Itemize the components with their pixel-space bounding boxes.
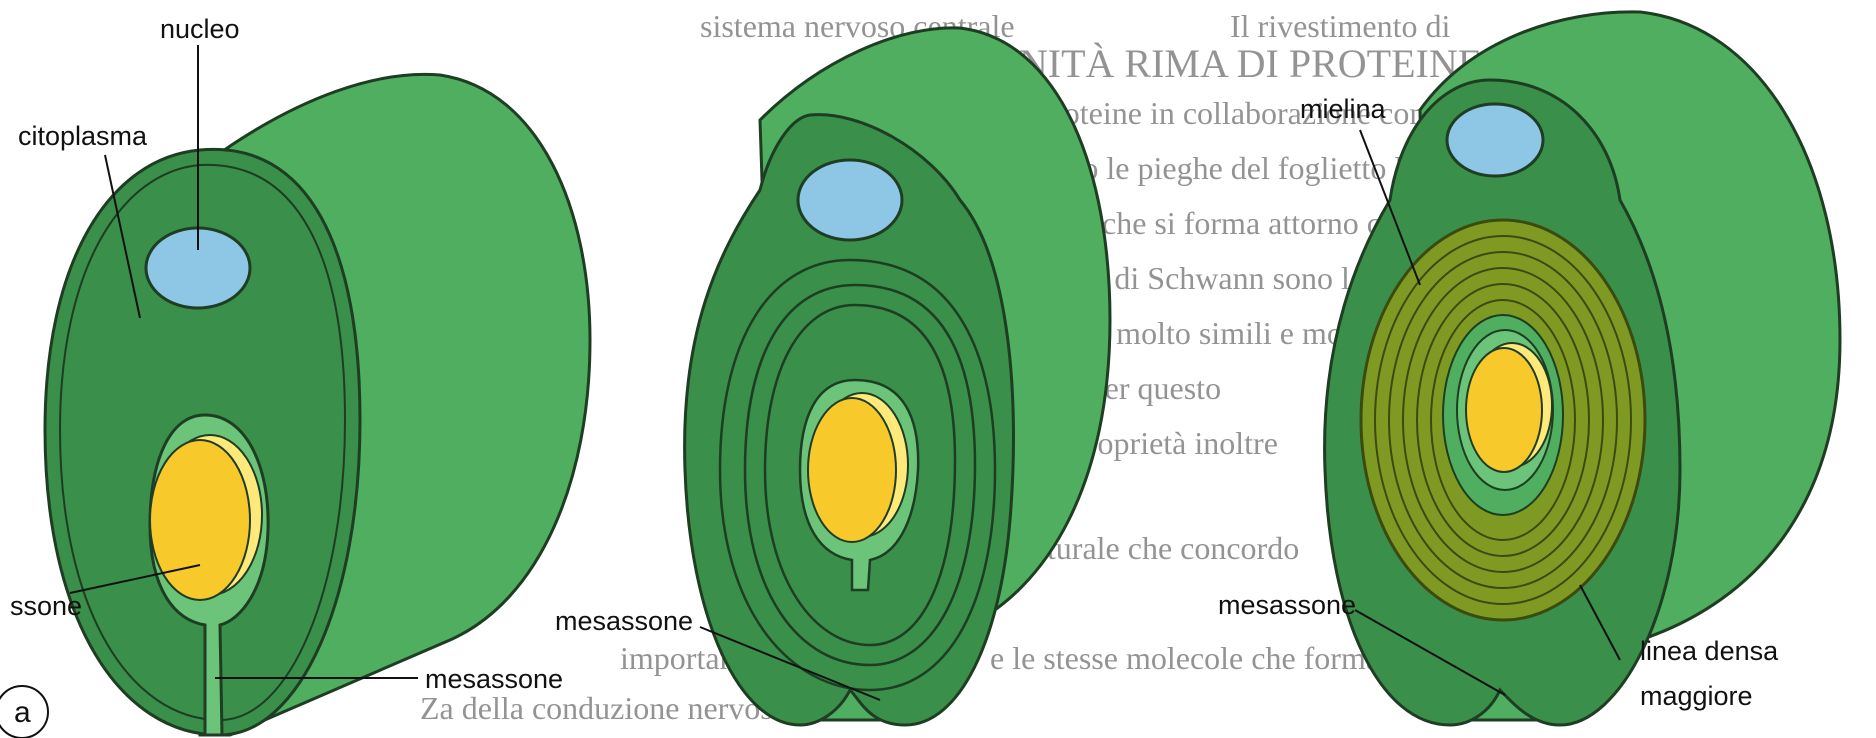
label-mesassone-b: mesassone: [555, 606, 693, 636]
label-nucleo: nucleo: [160, 14, 240, 44]
label-citoplasma: citoplasma: [18, 121, 148, 151]
panel-3-schwann-cell: mielina mesassone linea densa maggiore: [1218, 12, 1840, 725]
panel-letter: a: [14, 696, 31, 729]
label-linea-densa: linea densa: [1640, 636, 1779, 666]
panel-3-nucleus: [1447, 104, 1543, 176]
label-assone: ssone: [10, 591, 82, 621]
label-mielina: mielina: [1300, 94, 1387, 124]
label-maggiore: maggiore: [1640, 681, 1753, 711]
panel-2-schwann-cell: mesassone: [555, 28, 1110, 725]
panel-3-axon: [1466, 348, 1542, 472]
panel-1-schwann-cell: nucleo citoplasma ssone mesassone a: [0, 14, 590, 738]
panel-2-axon: [808, 398, 896, 542]
label-mesassone-a: mesassone: [425, 664, 563, 694]
panel-2-nucleus: [798, 160, 902, 240]
panel-1-axon: [150, 440, 250, 600]
label-mesassone-c: mesassone: [1218, 590, 1356, 620]
